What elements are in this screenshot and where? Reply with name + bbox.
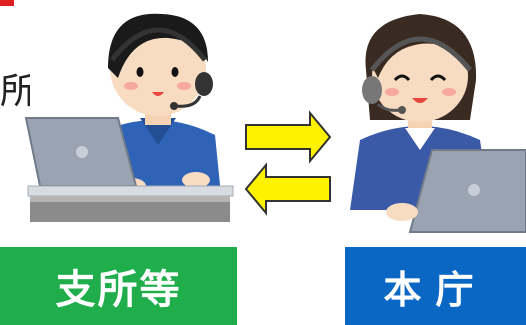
red-accent-mark	[0, 0, 14, 6]
left-laptop-icon	[24, 117, 234, 197]
left-label-branch-office: 支所等	[0, 247, 237, 325]
right-label-main-office: 本庁	[345, 247, 526, 325]
right-laptop-icon	[386, 149, 526, 233]
left-desk-icon	[30, 196, 230, 222]
arrows-icon	[244, 110, 332, 216]
cropped-heading-text: 所	[0, 71, 30, 112]
